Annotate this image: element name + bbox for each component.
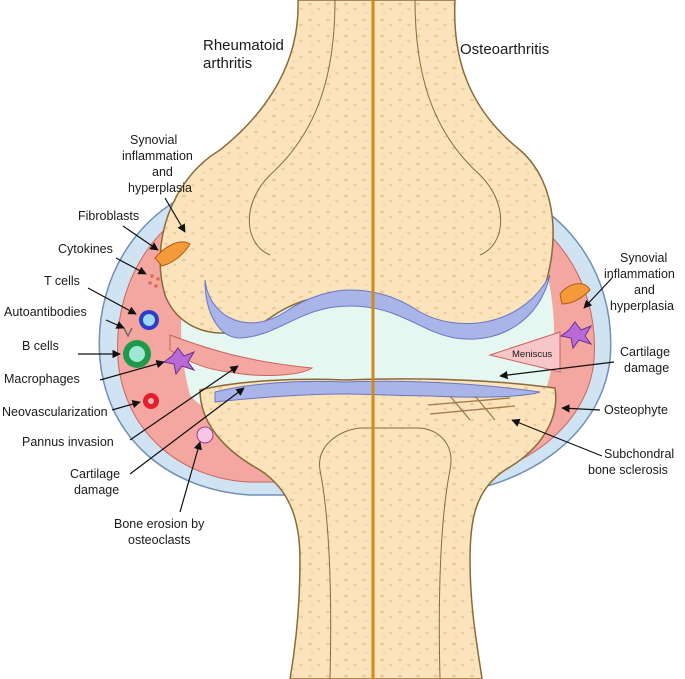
macrophages-label: Macrophages (4, 372, 80, 386)
subchondral-label: Subchondral bone sclerosis (588, 447, 674, 477)
svg-text:hyperplasia: hyperplasia (128, 181, 192, 195)
left-synovial-label: Synovial inflammation and hyperplasia (122, 133, 193, 195)
oa-fibroblast-icon (559, 283, 591, 305)
svg-text:and: and (152, 165, 173, 179)
svg-text:damage: damage (624, 361, 669, 375)
upper-bone-cortex-right (414, 0, 502, 256)
autoantibodies-icon (123, 327, 133, 338)
fibroblasts-label: Fibroblasts (78, 209, 139, 223)
sclerosis-hatching (427, 395, 516, 421)
svg-text:Cartilage: Cartilage (620, 345, 670, 359)
b-cell-icon (123, 340, 151, 368)
meniscus (488, 331, 561, 373)
svg-text:Synovial: Synovial (130, 133, 177, 147)
right-cartilage-label: Cartilage damage (620, 345, 670, 375)
ra-header-line2: arthritis (203, 55, 252, 72)
cytokines-label: Cytokines (58, 242, 113, 256)
lower-cartilage (214, 380, 541, 403)
autoantibodies-label: Autoantibodies (4, 305, 87, 319)
svg-text:damage: damage (74, 483, 119, 497)
svg-text:inflammation: inflammation (604, 267, 675, 281)
cytokines-icon (148, 274, 160, 288)
ra-header-line1: Rheumatoid (203, 37, 284, 54)
svg-text:osteoclasts: osteoclasts (128, 533, 191, 547)
neovascularization-label: Neovascularization (2, 405, 108, 419)
upper-cartilage (204, 274, 551, 340)
b-cells-label: B cells (22, 339, 59, 353)
t-cells-label: T cells (44, 274, 80, 288)
svg-text:Cartilage: Cartilage (70, 467, 120, 481)
lower-bone (199, 378, 557, 679)
svg-text:Subchondral: Subchondral (604, 447, 674, 461)
oa-macrophage-icon (559, 321, 593, 350)
t-cell-icon (139, 310, 159, 330)
right-synovial-label: Synovial inflammation and hyperplasia (604, 251, 675, 313)
oa-header: Osteoarthritis (460, 41, 549, 58)
pannus-label: Pannus invasion (22, 435, 114, 449)
macrophage-icon (162, 347, 196, 376)
meniscus-label: Meniscus (512, 349, 552, 360)
svg-text:and: and (634, 283, 655, 297)
upper-bone-cortex (248, 0, 336, 256)
lower-bone-cortex (319, 427, 452, 679)
osteophyte-label: Osteophyte (604, 403, 668, 417)
left-cartilage-label: Cartilage damage (70, 467, 120, 497)
pannus (169, 334, 314, 376)
annotation-arrows (78, 197, 615, 513)
neovascularization-icon (143, 393, 159, 409)
svg-text:hyperplasia: hyperplasia (610, 299, 674, 313)
svg-text:Bone erosion by: Bone erosion by (114, 517, 205, 531)
fibroblast-icon (154, 241, 191, 267)
svg-text:Synovial: Synovial (620, 251, 667, 265)
svg-text:inflammation: inflammation (122, 149, 193, 163)
osteoclast-icon (196, 426, 214, 444)
svg-text:bone sclerosis: bone sclerosis (588, 463, 668, 477)
bone-erosion-label: Bone erosion by osteoclasts (114, 517, 205, 547)
